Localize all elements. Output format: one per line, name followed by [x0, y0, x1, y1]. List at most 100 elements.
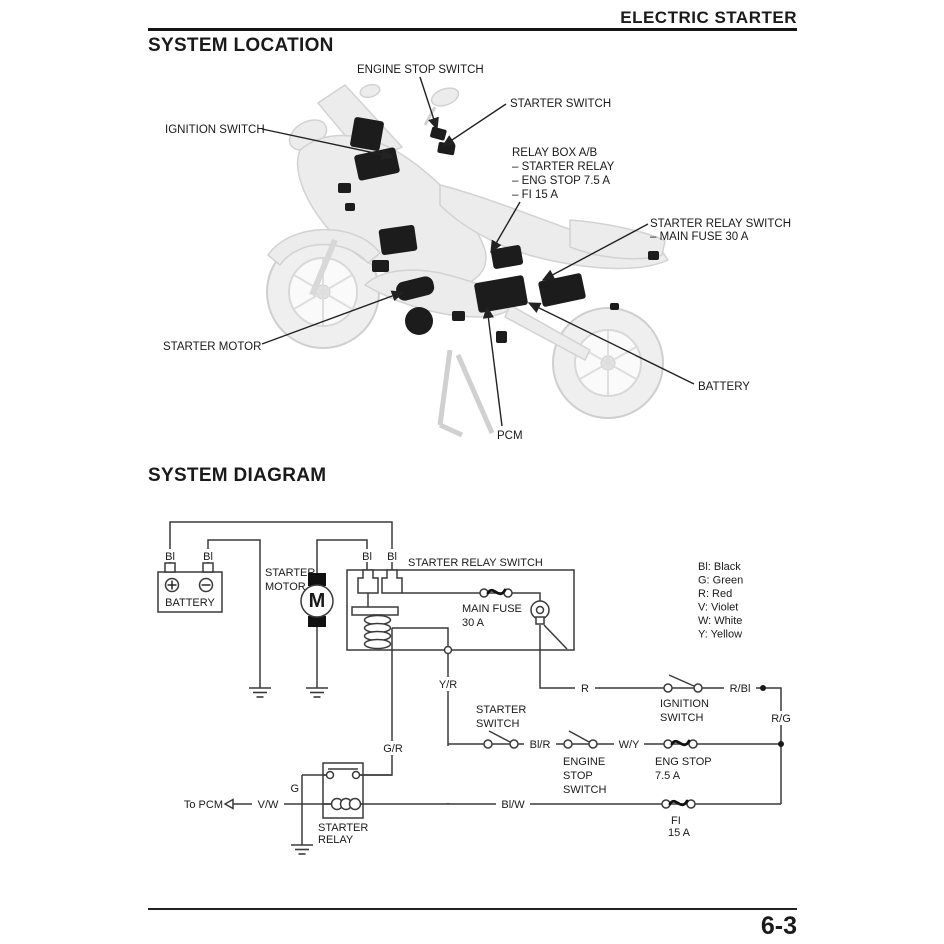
wire-label-vw: V/W — [258, 799, 279, 811]
small-component — [648, 251, 659, 260]
ignition-switch-text-2: SWITCH — [660, 712, 703, 724]
fi-fuse-symbol: FI 15 A — [661, 799, 696, 839]
system-diagram-schematic: BATTERY M STARTER MOTOR STARTER RELAY SW… — [157, 521, 795, 855]
rear-wheel — [552, 307, 664, 419]
starter-relay-switch-symbol: STARTER RELAY SWITCH MAIN FUSE 30 A — [346, 557, 575, 655]
fi-fuse-text-2: 15 A — [668, 827, 691, 839]
system-diagram-title: SYSTEM DIAGRAM — [148, 465, 327, 486]
system-location-title: SYSTEM LOCATION — [148, 35, 334, 56]
main-fuse-wire — [402, 592, 541, 601]
ignition-switch-text-1: IGNITION — [660, 698, 709, 710]
tail-rack — [569, 219, 666, 260]
battery-text: BATTERY — [165, 597, 215, 609]
front-fairing — [296, 134, 487, 289]
eng-stop-fuse-text-1: ENG STOP — [655, 756, 712, 768]
starter-relay-symbol: STARTER RELAY — [318, 762, 368, 846]
mirror-left — [359, 83, 381, 99]
system-location-figure: ENGINE STOP SWITCH STARTER SWITCH IGNITI… — [163, 64, 791, 442]
starter-motor-text-2: MOTOR — [265, 581, 306, 593]
starter-relay-text-1: STARTER — [318, 822, 368, 834]
wire-label-rg: R/G — [771, 713, 791, 725]
starter-relay-switch-text: STARTER RELAY SWITCH — [408, 557, 543, 569]
header-rule — [148, 28, 797, 31]
relay-plug-right — [381, 569, 403, 594]
legend-v: V: Violet — [698, 602, 738, 614]
starter-relay-switch-label: STARTER RELAY SWITCH – MAIN FUSE 30 A — [650, 218, 791, 243]
relay-box-label: RELAY BOX A/B – STARTER RELAY – ENG STOP… — [512, 147, 615, 201]
ignition-switch-leader — [261, 128, 395, 161]
svg-text:STARTER RELAY SWITCH: STARTER RELAY SWITCH — [650, 218, 791, 230]
wire-label-gr: G/R — [383, 743, 403, 755]
motor-brush-bottom — [308, 616, 326, 627]
to-pcm-text: To PCM — [184, 799, 223, 811]
battery-symbol: BATTERY — [157, 562, 223, 613]
relay-box-leader — [490, 201, 521, 254]
swingarm — [504, 304, 591, 361]
starter-relay-text-2: RELAY — [318, 834, 354, 846]
legend-w: W: White — [698, 615, 742, 627]
relay-coil — [363, 614, 392, 650]
wire-labels: Bl Bl Bl Bl Y/R R R/Bl R/G G/R Bl/R W/Y … — [162, 549, 795, 811]
junction-dot — [778, 741, 784, 747]
svg-text:– MAIN FUSE 30 A: – MAIN FUSE 30 A — [650, 231, 749, 243]
legend-bl: Bl: Black — [698, 561, 741, 573]
engine-stop-switch-label: ENGINE STOP SWITCH — [357, 64, 484, 76]
wire-label-wy: W/Y — [619, 739, 640, 751]
svg-text:– STARTER RELAY: – STARTER RELAY — [512, 161, 615, 173]
alternator-component — [405, 307, 433, 335]
ring-terminal — [530, 600, 568, 650]
starter-motor-component — [396, 276, 435, 301]
page-number: 6-3 — [760, 912, 797, 940]
center-stand — [437, 349, 495, 438]
color-code-legend: Bl: Black G: Green R: Red V: Violet W: W… — [698, 561, 743, 641]
legend-y: Y: Yellow — [698, 629, 742, 641]
motor-brush-top — [308, 573, 326, 586]
motorcycle-illustration — [266, 83, 669, 438]
starter-switch-text-1: STARTER — [476, 704, 526, 716]
dash-cluster-component — [350, 117, 384, 151]
junction-dot — [760, 685, 766, 691]
pcm-leader — [482, 305, 503, 427]
small-component — [345, 203, 355, 211]
relay-box-component — [490, 245, 524, 269]
wire-label-rbl: R/Bl — [730, 683, 751, 695]
front-fender — [267, 228, 381, 266]
engine-stop-switch-text-3: SWITCH — [563, 784, 606, 796]
engine-stop-switch-leader — [419, 76, 439, 131]
main-fuse-text-2: 30 A — [462, 617, 485, 629]
relay-plug-left — [357, 569, 379, 594]
engine-stop-switch-component — [430, 126, 447, 141]
battery-ground-symbol — [248, 687, 272, 698]
battery-label: BATTERY — [698, 381, 750, 393]
eng-stop-fuse-text-2: 7.5 A — [655, 770, 681, 782]
engine-stop-switch-text-1: ENGINE — [563, 756, 605, 768]
eng-stop-fuse-symbol: ENG STOP 7.5 A — [655, 739, 712, 782]
pcm-label: PCM — [497, 430, 523, 442]
relay-box-terminal — [443, 645, 453, 655]
wire-label-blw: Bl/W — [501, 799, 525, 811]
wire-label-bl: Bl — [165, 551, 175, 563]
mirror — [430, 87, 460, 107]
wire-label-r: R — [581, 683, 589, 695]
battery-positive-wire — [169, 521, 393, 570]
starter-motor-label: STARTER MOTOR — [163, 341, 261, 353]
relay-coil-loop — [348, 797, 362, 811]
pcm-component — [452, 311, 465, 321]
small-component — [496, 331, 507, 343]
yr-wire — [392, 627, 449, 804]
small-component — [338, 183, 351, 193]
harness-cluster-component — [378, 225, 418, 255]
starter-motor-text-1: STARTER — [265, 567, 315, 579]
wire-label-bl: Bl — [387, 551, 397, 563]
fi-fuse-text-1: FI — [671, 815, 681, 827]
svg-text:– FI 15 A: – FI 15 A — [512, 189, 558, 201]
starter-relay-switch-leader — [541, 223, 649, 281]
starter-switch-symbol: STARTER SWITCH — [476, 704, 526, 749]
wire-label-bl: Bl — [203, 551, 213, 563]
small-component — [372, 260, 389, 272]
legend-g: G: Green — [698, 575, 743, 587]
motor-ground-symbol — [305, 687, 329, 698]
relay-contact-bar — [351, 606, 399, 616]
engine-stop-switch-text-2: STOP — [563, 770, 593, 782]
footer-rule — [148, 908, 797, 910]
